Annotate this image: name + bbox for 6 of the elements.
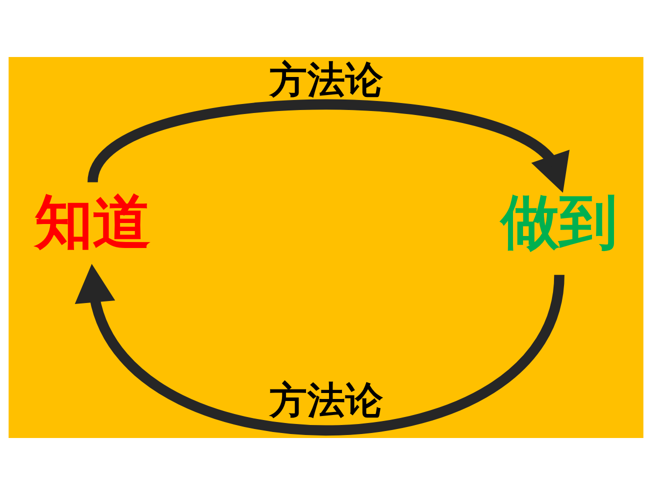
node-text: 知道 — [34, 186, 150, 256]
arrow — [88, 100, 570, 193]
edge-label: 方法论 — [269, 378, 384, 422]
arrow — [74, 264, 564, 436]
edge-label: 方法论 — [269, 57, 384, 102]
node-text: 做到 — [500, 186, 617, 256]
